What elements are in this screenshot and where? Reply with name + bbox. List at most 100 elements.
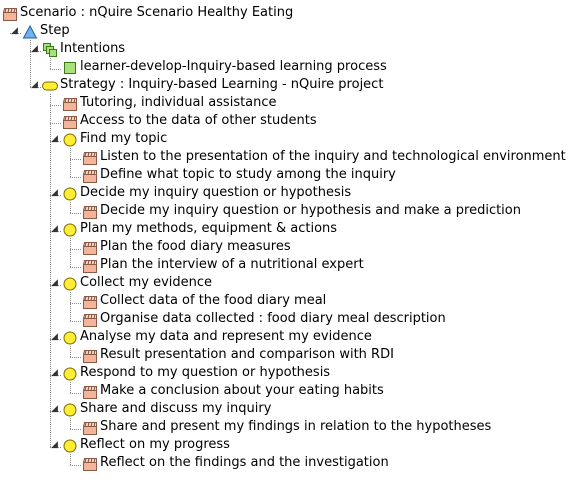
- clapper-icon: [82, 348, 98, 364]
- tree-node-label: Decide my inquiry question or hypothesis…: [100, 203, 521, 218]
- tree-node-label: Share and discuss my inquiry: [80, 401, 272, 416]
- clapper-icon: [82, 150, 98, 166]
- tree-node-reflect-on-the-findings-and-the-investig[interactable]: Reflect on the findings and the investig…: [0, 454, 588, 472]
- tree-connector-line: [70, 159, 81, 160]
- tree-node-label: Analyse my data and represent my evidenc…: [80, 329, 372, 344]
- tree-node-plan-my-methods-equipment-actions[interactable]: ◢ Plan my methods, equipment & actions: [0, 220, 588, 238]
- tree-connector-line: [70, 202, 71, 213]
- tree-node-label: Intentions: [60, 41, 126, 56]
- tree-node-make-a-conclusion-about-your-eating-habi[interactable]: Make a conclusion about your eating habi…: [0, 382, 588, 400]
- tree-connector-line: [50, 69, 61, 70]
- tree-node-access-to-the-data-of-other-students[interactable]: Access to the data of other students: [0, 112, 588, 130]
- expand-arrow-icon[interactable]: ◢: [11, 26, 18, 36]
- tree-node-label: Access to the data of other students: [80, 113, 317, 128]
- tree-node-label: Find my topic: [80, 131, 168, 146]
- tree-node-label: Share and present my findings in relatio…: [100, 419, 492, 434]
- tree-node-define-what-topic-to-study-among-the-inq[interactable]: Define what topic to study among the inq…: [0, 166, 588, 184]
- expand-arrow-icon[interactable]: ◢: [51, 134, 58, 144]
- tree-connector-line: [70, 429, 81, 430]
- expand-arrow-icon[interactable]: ◢: [51, 224, 58, 234]
- expand-arrow-icon[interactable]: ◢: [51, 278, 58, 288]
- tree-node-label: Collect my evidence: [80, 275, 213, 290]
- clapper-icon: [62, 96, 78, 112]
- tree-node-plan-the-interview-of-a-nutritional-expe[interactable]: Plan the interview of a nutritional expe…: [0, 256, 588, 274]
- tree-node-result-presentation-and-comparison-with-[interactable]: Result presentation and comparison with …: [0, 346, 588, 364]
- yellow-circle-icon: [62, 222, 78, 238]
- tree-node-collect-my-evidence[interactable]: ◢ Collect my evidence: [0, 274, 588, 292]
- tree-node-label: learner-develop-Inquiry-based learning p…: [80, 59, 387, 74]
- tree-connector-line: [50, 123, 61, 124]
- clapper-icon: [2, 6, 18, 22]
- yellow-circle-icon: [62, 402, 78, 418]
- tree-connector-line: [50, 375, 61, 376]
- yellow-circle-icon: [62, 366, 78, 382]
- triangle-icon: [22, 24, 38, 40]
- tree-node-label: Make a conclusion about your eating habi…: [100, 383, 384, 398]
- tree-node-tutoring-individual-assistance[interactable]: Tutoring, individual assistance: [0, 94, 588, 112]
- tree-node-label: Tutoring, individual assistance: [80, 95, 277, 110]
- tree-node-respond-to-my-question-or-hypothesis[interactable]: ◢ Respond to my question or hypothesis: [0, 364, 588, 382]
- tree-node-label: Reflect on the findings and the investig…: [100, 455, 389, 470]
- tree-connector-line: [50, 285, 61, 286]
- tree-node-decide-my-inquiry-question-or-hypothesis[interactable]: ◢ Decide my inquiry question or hypothesi…: [0, 184, 588, 202]
- tree-connector-line: [70, 148, 71, 177]
- expand-arrow-icon[interactable]: ◢: [51, 332, 58, 342]
- yellow-pill-icon: [42, 78, 58, 94]
- tree-node-learner-develop-inquiry-based-learning-p[interactable]: learner-develop-Inquiry-based learning p…: [0, 58, 588, 76]
- yellow-circle-icon: [62, 330, 78, 346]
- tree-node-label: Step: [40, 23, 70, 38]
- expand-arrow-icon[interactable]: ◢: [51, 404, 58, 414]
- tree-connector-line: [70, 418, 71, 429]
- tree-node-collect-data-of-the-food-diary-meal[interactable]: Collect data of the food diary meal: [0, 292, 588, 310]
- clapper-icon: [82, 240, 98, 256]
- tree-node-organise-data-collected-food-diary-meal-[interactable]: Organise data collected : food diary mea…: [0, 310, 588, 328]
- expand-arrow-icon[interactable]: ◢: [31, 80, 38, 90]
- clapper-icon: [82, 258, 98, 274]
- tree-node-label: Plan my methods, equipment & actions: [80, 221, 338, 236]
- tree-node-find-my-topic[interactable]: ◢ Find my topic: [0, 130, 588, 148]
- yellow-circle-icon: [62, 276, 78, 292]
- tree-node-label: Scenario : nQuire Scenario Healthy Eatin…: [20, 5, 294, 20]
- tree-node-label: Listen to the presentation of the inquir…: [100, 149, 566, 164]
- tree-connector-line: [70, 303, 81, 304]
- tree-connector-line: [70, 292, 71, 321]
- clapper-icon: [82, 384, 98, 400]
- tree-node-step[interactable]: ◢ Step: [0, 22, 588, 40]
- clapper-icon: [82, 168, 98, 184]
- tree-node-intentions[interactable]: ◢ Intentions: [0, 40, 588, 58]
- tree-connector-line: [30, 51, 41, 52]
- tree-connector-line: [70, 249, 81, 250]
- tree-node-plan-the-food-diary-measures[interactable]: Plan the food diary measures: [0, 238, 588, 256]
- tree-node-label: Strategy : Inquiry-based Learning - nQui…: [60, 77, 384, 92]
- expand-arrow-icon[interactable]: ◢: [51, 368, 58, 378]
- tree-node-scenario-nquire-scenario-healthy-eating[interactable]: Scenario : nQuire Scenario Healthy Eatin…: [0, 4, 588, 22]
- clapper-icon: [82, 204, 98, 220]
- tree-node-label: Respond to my question or hypothesis: [80, 365, 331, 380]
- tree-node-share-and-present-my-findings-in-relatio[interactable]: Share and present my findings in relatio…: [0, 418, 588, 436]
- expand-arrow-icon[interactable]: ◢: [31, 44, 38, 54]
- clapper-icon: [62, 114, 78, 130]
- tree-connector-line: [70, 177, 81, 178]
- tree-connector-line: [70, 454, 71, 465]
- expand-arrow-icon[interactable]: ◢: [51, 188, 58, 198]
- tree-node-listen-to-the-presentation-of-the-inquir[interactable]: Listen to the presentation of the inquir…: [0, 148, 588, 166]
- tree-node-label: Decide my inquiry question or hypothesis: [80, 185, 352, 200]
- tree-node-strategy-inquiry-based-learning-nquire-p[interactable]: ◢ Strategy : Inquiry-based Learning - nQu…: [0, 76, 588, 94]
- tree-connector-line: [50, 141, 61, 142]
- intentions-icon: [42, 42, 58, 58]
- yellow-circle-icon: [62, 132, 78, 148]
- tree-node-label: Result presentation and comparison with …: [100, 347, 394, 362]
- tree-node-reflect-on-my-progress[interactable]: ◢Reflect on my progress: [0, 436, 588, 454]
- tree-node-label: Plan the interview of a nutritional expe…: [100, 257, 364, 272]
- tree-connector-line: [30, 87, 41, 88]
- tree-connector-line: [30, 40, 31, 87]
- tree-node-decide-my-inquiry-question-or-hypothesis[interactable]: Decide my inquiry question or hypothesis…: [0, 202, 588, 220]
- tree-connector-line: [50, 447, 61, 448]
- tree-connector-line: [50, 105, 61, 106]
- yellow-circle-icon: [62, 186, 78, 202]
- tree-node-analyse-my-data-and-represent-my-evidenc[interactable]: ◢ Analyse my data and represent my eviden…: [0, 328, 588, 346]
- tree-connector-line: [50, 411, 61, 412]
- expand-arrow-icon[interactable]: ◢: [51, 440, 58, 450]
- tree-node-share-and-discuss-my-inquiry[interactable]: ◢ Share and discuss my inquiry: [0, 400, 588, 418]
